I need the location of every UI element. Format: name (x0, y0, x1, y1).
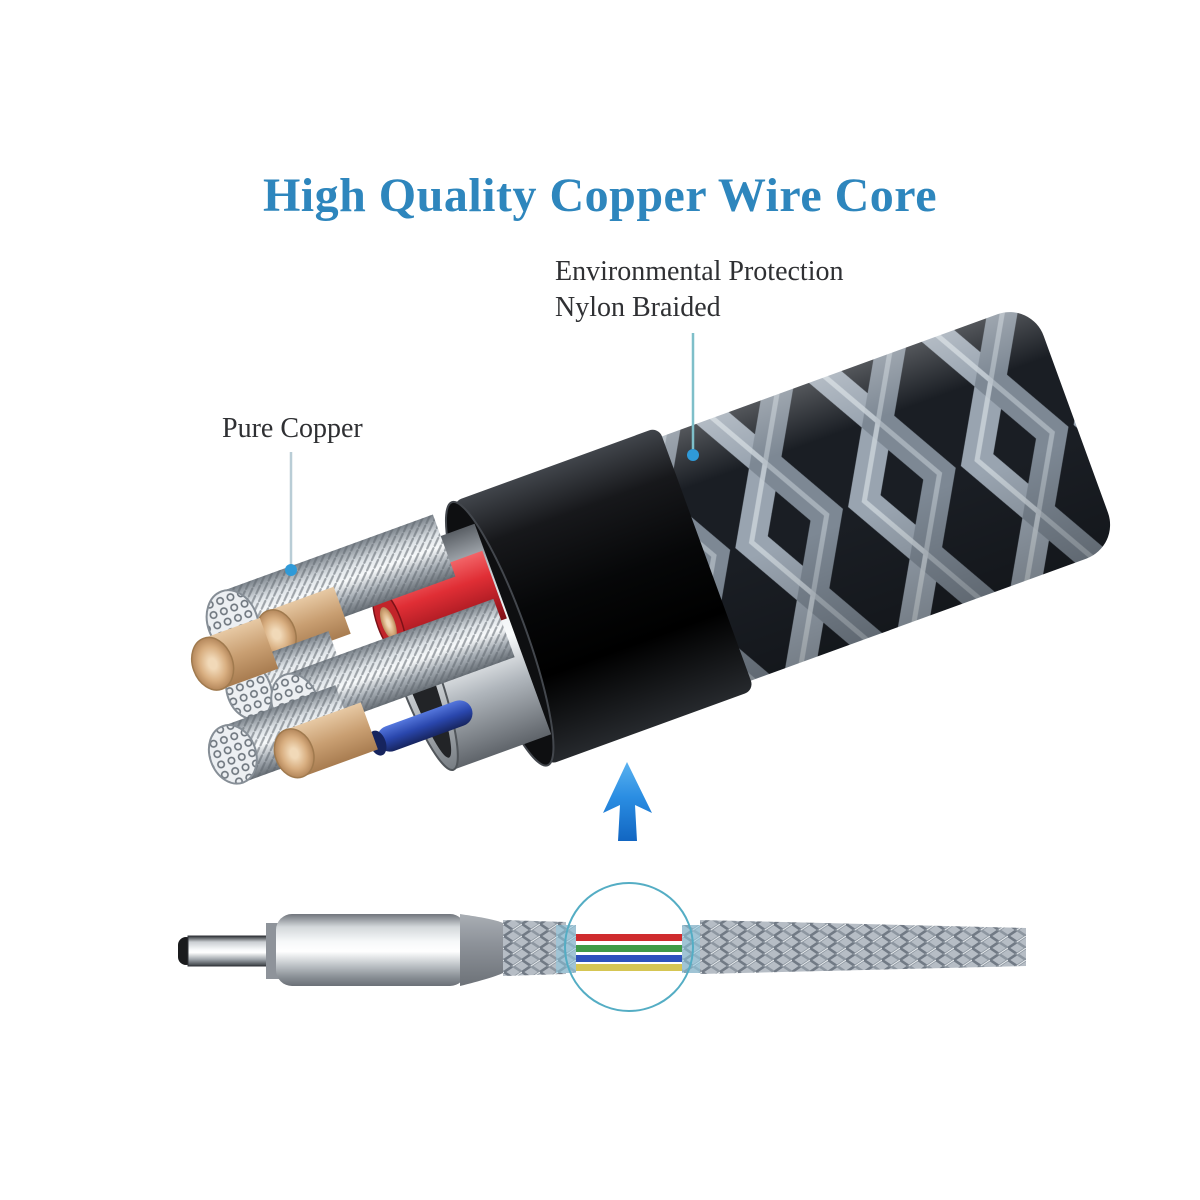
dc-plug-assembly (178, 914, 505, 986)
plug-barrel (276, 914, 466, 986)
copper-core (379, 607, 397, 640)
leader-dot-nylon (687, 449, 699, 461)
copper-wire (273, 702, 378, 779)
page-title: High Quality Copper Wire Core (262, 169, 938, 222)
label-nylon-line1: Environmental Protection (555, 256, 844, 287)
braided-cable-left (503, 920, 566, 976)
label-pure-copper: Pure Copper (222, 413, 363, 444)
exploded-cable (190, 312, 1111, 785)
inner-wire-red (558, 934, 702, 941)
copper-wire (190, 617, 279, 691)
plug-pin (187, 935, 273, 967)
bottom-cable (503, 920, 1026, 976)
inner-wire-blue (558, 955, 702, 962)
inner-wire-yellow (558, 964, 702, 971)
label-nylon-braided: Environmental Protection Nylon Braided (555, 254, 844, 326)
nylon-braided-sleeve (637, 312, 1111, 684)
label-nylon-line2: Nylon Braided (555, 291, 721, 323)
wire-bundle (190, 514, 515, 785)
magnifier-circle-icon (564, 882, 694, 1012)
inner-wire-green (558, 945, 702, 952)
up-arrow-icon (603, 762, 652, 841)
leader-dot-copper (285, 564, 297, 576)
strain-relief (460, 914, 505, 986)
braided-cable-right (700, 920, 1026, 974)
exposed-inner-wires (558, 934, 702, 971)
